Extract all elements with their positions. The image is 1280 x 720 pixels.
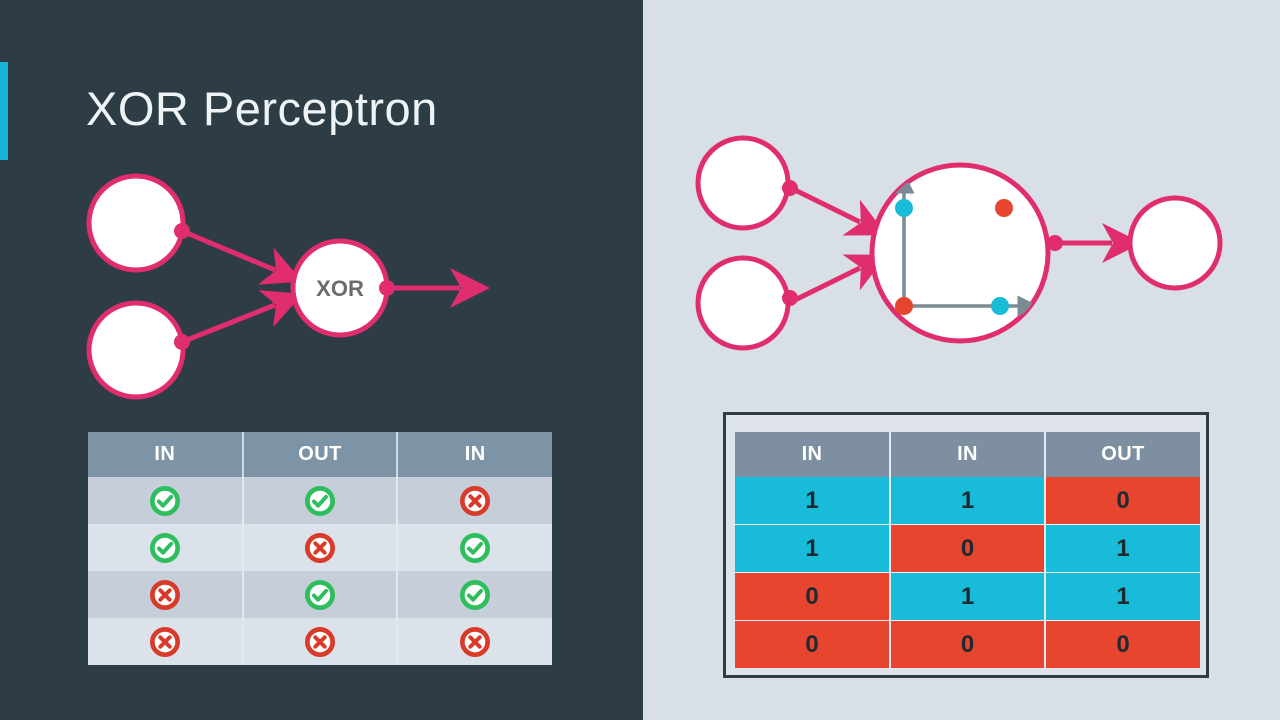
cell-value: 0 (735, 620, 891, 668)
edge-r-input2-to-hidden (793, 254, 887, 303)
left-network-diagram: XOR (86, 173, 490, 400)
cell-icon (397, 571, 552, 618)
table-row: 0 1 1 (735, 572, 1200, 621)
hidden-node[interactable] (869, 162, 1051, 344)
cross-icon (149, 626, 180, 657)
right-network-diagram (695, 135, 1223, 351)
hidden-node-scatter-plot (893, 172, 1039, 317)
edge-r-input1-to-hidden (793, 187, 887, 236)
cell-value: 0 (735, 572, 891, 621)
right-output-node[interactable] (1127, 195, 1223, 291)
cell-value: 1 (890, 477, 1046, 525)
right-input-node-2[interactable] (695, 255, 791, 351)
table-row (88, 524, 552, 571)
cell-value: 1 (735, 524, 891, 573)
cross-icon (460, 485, 491, 516)
plot-point-0-0 (895, 297, 913, 315)
left-col-header-1: IN (88, 432, 244, 477)
right-col-header-2: IN (890, 432, 1046, 477)
check-icon (149, 485, 180, 516)
table-row (88, 618, 552, 665)
cell-value: 0 (890, 524, 1046, 573)
cell-icon (88, 477, 244, 524)
cell-value: 0 (1045, 620, 1200, 668)
plot-point-1-0 (991, 297, 1009, 315)
left-input-node-1-connector-dot (174, 223, 190, 239)
left-input-node-2-connector-dot (174, 334, 190, 350)
cell-value: 0 (890, 620, 1046, 668)
right-col-header-3: OUT (1045, 432, 1200, 477)
check-icon (304, 579, 335, 610)
left-col-header-2: OUT (242, 432, 399, 477)
left-input-node-2[interactable] (86, 300, 186, 400)
right-input-node-1-connector-dot (782, 180, 798, 196)
check-icon (149, 532, 180, 563)
cell-icon (242, 571, 399, 618)
cross-icon (304, 532, 335, 563)
cell-icon (88, 524, 244, 571)
right-input-node-2-connector-dot (782, 290, 798, 306)
page-title: XOR Perceptron (86, 82, 438, 135)
xor-icon-truth-table: IN OUT IN (88, 432, 552, 665)
cell-icon (242, 477, 399, 524)
xor-node-connector-dot (379, 280, 395, 296)
cell-icon (397, 524, 552, 571)
table-row: 1 0 1 (735, 524, 1200, 573)
hidden-node-connector-dot (1047, 235, 1063, 251)
cell-icon (242, 524, 399, 571)
cross-icon (149, 579, 180, 610)
check-icon (460, 579, 491, 610)
cell-icon (88, 618, 244, 665)
xor-binary-truth-table: IN IN OUT 1 1 0 1 0 1 0 1 1 0 (735, 432, 1200, 668)
table-row: 1 1 0 (735, 477, 1200, 525)
cell-icon (397, 618, 552, 665)
check-icon (460, 532, 491, 563)
xor-node-label: XOR (316, 276, 364, 301)
cell-value: 1 (1045, 572, 1200, 621)
cell-icon (242, 618, 399, 665)
edge-input2-to-xor (181, 290, 303, 345)
check-icon (304, 485, 335, 516)
cell-value: 1 (1045, 524, 1200, 573)
edge-input1-to-xor (181, 228, 303, 285)
cell-value: 1 (735, 477, 891, 525)
table-row (88, 571, 552, 618)
table-header-row: IN OUT IN (88, 432, 552, 477)
cell-icon (397, 477, 552, 524)
cross-icon (304, 626, 335, 657)
plot-point-0-1 (895, 199, 913, 217)
table-header-row: IN IN OUT (735, 432, 1200, 477)
left-input-node-1[interactable] (86, 173, 186, 273)
cell-value: 0 (1045, 477, 1200, 525)
cell-value: 1 (890, 572, 1046, 621)
accent-bar (0, 62, 8, 160)
right-col-header-1: IN (735, 432, 891, 477)
table-row: 0 0 0 (735, 620, 1200, 668)
plot-point-1-1 (995, 199, 1013, 217)
right-input-node-1[interactable] (695, 135, 791, 231)
cross-icon (460, 626, 491, 657)
table-row (88, 477, 552, 524)
left-col-header-3: IN (397, 432, 552, 477)
cell-icon (88, 571, 244, 618)
